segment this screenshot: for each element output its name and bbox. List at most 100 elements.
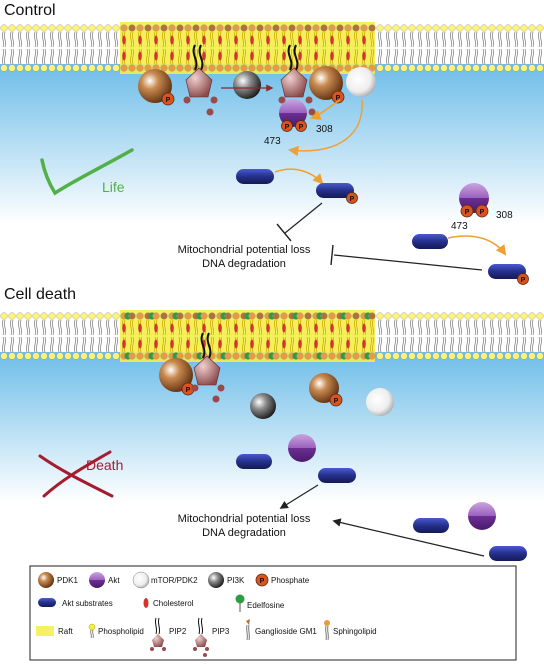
- control-pdk1: P: [138, 69, 175, 106]
- legend-item-phosphate: P Phosphate: [255, 573, 310, 587]
- phosphate-icon: P: [460, 204, 474, 218]
- control-akt-free: P P: [459, 183, 489, 218]
- control-mtor: [346, 67, 376, 97]
- pi3k-sphere-icon: [208, 572, 224, 588]
- legend-item-mtor: mTOR/PDK2: [132, 571, 198, 589]
- death-cytoplasm: [0, 352, 544, 502]
- control-free-473: 473: [451, 221, 468, 232]
- legend-item-phospholipid: Phospholipid: [88, 623, 144, 639]
- svg-text:Ganglioside GM1: Ganglioside GM1: [255, 627, 317, 636]
- control-arrow-substrate: [274, 168, 324, 185]
- svg-text:P: P: [334, 398, 339, 405]
- death-substrate-1: [236, 454, 272, 469]
- phosphate-icon: P: [295, 120, 307, 132]
- control-inhibit-2-bar: [330, 244, 334, 266]
- akt-sphere-icon: [89, 572, 105, 588]
- phosphate-icon: P: [281, 120, 293, 132]
- svg-text:P: P: [465, 209, 470, 216]
- death-akt-1: [288, 434, 316, 462]
- control-effect-2: DNA degradation: [202, 258, 286, 270]
- legend-item-pip3: PIP3: [193, 617, 230, 657]
- control-arrow-to-akt: [310, 99, 341, 120]
- raft-icon: [36, 626, 54, 636]
- svg-text:Sphingolipid: Sphingolipid: [333, 627, 377, 636]
- control-site-473: 473: [264, 136, 281, 147]
- death-mtor: [366, 388, 394, 416]
- control-substrate-1: [236, 169, 274, 184]
- mtor-sphere-icon: [132, 571, 150, 589]
- svg-text:P: P: [186, 387, 191, 394]
- svg-text:Akt substrates: Akt substrates: [62, 599, 113, 608]
- control-free-308: 308: [496, 210, 513, 221]
- svg-text:Phosphate: Phosphate: [271, 576, 310, 585]
- svg-text:P: P: [336, 95, 341, 102]
- svg-text:P: P: [260, 578, 265, 585]
- ganglioside-icon: [246, 619, 250, 641]
- phosphate-icon: P: [161, 92, 175, 106]
- legend-item-edelfosine: Edelfosine: [235, 594, 285, 612]
- sphingolipid-icon: [324, 620, 330, 641]
- death-akt-2: [468, 502, 496, 530]
- akt-substrate-icon: [38, 598, 56, 607]
- svg-text:Raft: Raft: [58, 627, 73, 636]
- phospholipid-icon: [88, 623, 96, 639]
- phosphate-icon: P: [331, 90, 345, 104]
- control-arrow-substrate-2: [447, 235, 507, 256]
- death-arrow-1: [279, 484, 319, 509]
- pip2-icon: [150, 617, 166, 651]
- pip3-icon: [193, 617, 209, 657]
- svg-text:P: P: [521, 277, 526, 284]
- control-substrate-2: [316, 183, 354, 198]
- svg-text:PDK1: PDK1: [57, 576, 78, 585]
- death-effect-1: Mitochondrial potential loss: [178, 513, 311, 525]
- control-title: Control: [4, 2, 56, 19]
- death-membrane: [0, 310, 544, 362]
- legend-item-akt-substrates: Akt substrates: [38, 598, 113, 608]
- phosphate-icon: P: [517, 273, 529, 285]
- death-pdk1: P: [159, 358, 195, 396]
- life-check-icon: [40, 148, 134, 196]
- control-arrow-down: [287, 99, 363, 157]
- svg-text:Phospholipid: Phospholipid: [98, 627, 144, 636]
- phosphate-icon: P: [255, 573, 269, 587]
- svg-text:PIP3: PIP3: [212, 627, 230, 636]
- control-akt-membrane: P P: [279, 99, 307, 132]
- death-panel: Cell death P P: [0, 286, 544, 561]
- death-effect-2: DNA degradation: [202, 527, 286, 539]
- svg-text:P: P: [166, 97, 171, 104]
- control-pdk1-right: P: [309, 66, 345, 104]
- death-cross-icon: [38, 450, 114, 498]
- legend-item-pip2: PIP2: [150, 617, 187, 651]
- death-pi3k: [250, 393, 276, 419]
- phosphate-icon: P: [475, 204, 489, 218]
- phosphate-icon: P: [346, 192, 358, 204]
- death-title: Cell death: [4, 286, 76, 303]
- svg-text:P: P: [350, 196, 355, 203]
- legend-box: PDK1 Akt mTOR/PDK2 PI3K P Phosphate Akt …: [29, 565, 517, 661]
- svg-text:PI3K: PI3K: [227, 576, 245, 585]
- control-substrate-4: [488, 264, 526, 279]
- svg-text:P: P: [285, 124, 290, 131]
- svg-text:Akt: Akt: [108, 576, 120, 585]
- legend-item-sphingolipid: Sphingolipid: [324, 620, 377, 641]
- svg-text:Edelfosine: Edelfosine: [247, 601, 285, 610]
- svg-text:mTOR/PDK2: mTOR/PDK2: [151, 576, 198, 585]
- death-substrate-3: [413, 518, 449, 533]
- cholesterol-icon: [143, 598, 149, 608]
- death-arrow-2: [332, 518, 485, 557]
- control-site-308: 308: [316, 124, 333, 135]
- legend-item-ganglioside: Ganglioside GM1: [246, 619, 317, 641]
- control-inhibit-2: [333, 254, 483, 271]
- legend-item-pi3k: PI3K: [208, 572, 245, 588]
- svg-text:PIP2: PIP2: [169, 627, 187, 636]
- death-pdk1-right: P: [309, 373, 343, 407]
- control-pip3-left: [183, 44, 218, 116]
- control-inhibit-1: [284, 202, 323, 234]
- death-label: Death: [86, 457, 123, 473]
- control-membrane: [0, 22, 544, 74]
- legend-item-raft: Raft: [36, 626, 73, 636]
- control-pi3k: [233, 71, 261, 99]
- svg-text:P: P: [480, 209, 485, 216]
- edelfosine-icon: [235, 594, 245, 612]
